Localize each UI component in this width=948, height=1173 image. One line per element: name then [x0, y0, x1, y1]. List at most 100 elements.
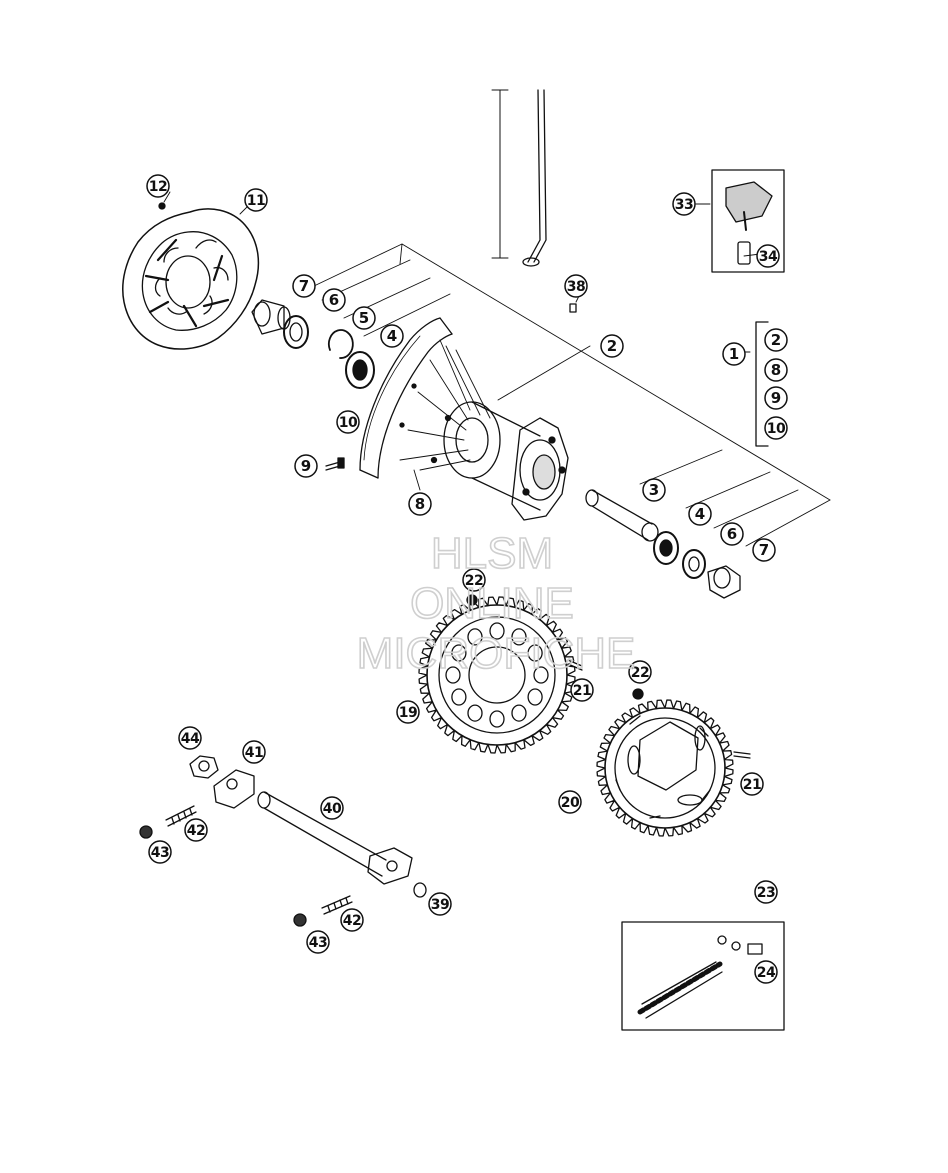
callout-label: 4	[695, 505, 705, 523]
callout-label: 6	[329, 291, 339, 309]
callout-12: 12	[146, 174, 170, 198]
callout-circle	[336, 410, 360, 434]
callout-circle	[764, 328, 788, 352]
callout-circle	[462, 568, 486, 592]
sprocket-hole	[527, 644, 543, 662]
callout-24: 24	[754, 960, 778, 984]
callout-label: 40	[323, 801, 342, 817]
callout-21: 21	[570, 678, 594, 702]
callout-5: 5	[352, 306, 376, 330]
adjuster-screw-upper	[165, 805, 197, 827]
sprocket-teeth	[418, 596, 576, 754]
right-spacer	[707, 565, 741, 599]
sprocket-hole	[511, 628, 527, 646]
callout-label: 10	[339, 415, 358, 431]
valve-box	[711, 169, 785, 273]
callout-39: 39	[428, 892, 452, 916]
callout-label: 11	[247, 193, 265, 209]
sprocket-hole	[451, 644, 467, 662]
sprocket-hole	[489, 710, 505, 728]
rim	[359, 317, 453, 479]
callout-2: 2	[600, 334, 624, 358]
callout-1: 1	[722, 342, 746, 366]
watermark-line-1: HLSM	[431, 529, 553, 578]
sprocket-bolt-21a	[567, 659, 583, 671]
callout-label: 22	[465, 573, 483, 589]
callout-circle	[148, 840, 172, 864]
brake-disc	[122, 208, 260, 350]
sprocket-hole	[467, 704, 483, 722]
callout-33: 33	[672, 192, 696, 216]
callout-circle	[570, 678, 594, 702]
callout-label: 10	[767, 421, 786, 437]
sprocket-hole	[489, 622, 505, 640]
sprocket-hole	[451, 688, 467, 706]
callout-circle	[242, 740, 266, 764]
sprocket-hole	[511, 704, 527, 722]
callout-circle	[754, 880, 778, 904]
sprocket-nut-22b	[632, 688, 644, 700]
callout-circle	[628, 660, 652, 684]
callout-42: 42	[340, 908, 364, 932]
callout-circle	[340, 908, 364, 932]
sprocket-hole	[445, 666, 461, 684]
callout-circle	[764, 358, 788, 382]
callout-4: 4	[380, 324, 404, 348]
callout-circle	[244, 188, 268, 212]
callout-label: 21	[573, 683, 591, 699]
callout-label: 2	[771, 331, 781, 349]
callout-10: 10	[336, 410, 360, 434]
callout-label: 9	[771, 389, 781, 407]
callout-circle	[722, 342, 746, 366]
callout-label: 22	[631, 665, 649, 681]
callout-circle	[184, 818, 208, 842]
callout-circle	[740, 772, 764, 796]
spoke-nipple	[569, 303, 577, 313]
callout-38: 38	[564, 274, 588, 298]
callout-circle	[322, 288, 346, 312]
callout-circle	[320, 796, 344, 820]
callout-label: 24	[757, 965, 776, 981]
callout-7: 7	[752, 538, 776, 562]
axle	[257, 791, 413, 885]
callout-7: 7	[292, 274, 316, 298]
callout-3: 3	[642, 478, 666, 502]
callout-circle	[720, 522, 744, 546]
callout-label: 8	[771, 361, 781, 379]
callout-6: 6	[720, 522, 744, 546]
right-seal	[682, 549, 706, 579]
callout-label: 6	[727, 525, 737, 543]
callout-circle	[352, 306, 376, 330]
callout-circle	[672, 192, 696, 216]
group-bracket	[755, 321, 769, 447]
callout-8: 8	[764, 358, 788, 382]
callout-9: 9	[294, 454, 318, 478]
sprocket-20	[596, 699, 734, 837]
callout-circle	[600, 334, 624, 358]
callout-2: 2	[764, 328, 788, 352]
callout-circle	[754, 960, 778, 984]
callout-label: 2	[607, 337, 617, 355]
callout-label: 43	[309, 935, 327, 951]
callout-label: 8	[415, 495, 425, 513]
callout-6: 6	[322, 288, 346, 312]
sprocket-hole	[527, 688, 543, 706]
callout-20: 20	[558, 790, 582, 814]
callout-19: 19	[396, 700, 420, 724]
callout-circle	[146, 174, 170, 198]
watermark-line-2: ONLINE	[410, 579, 574, 628]
callout-label: 5	[359, 309, 369, 327]
callout-label: 12	[149, 179, 167, 195]
axle-sleeve	[413, 882, 427, 898]
callout-22: 22	[628, 660, 652, 684]
callout-21: 21	[740, 772, 764, 796]
sprocket-nut-22a	[466, 594, 478, 606]
watermark-line-3: MICROFICHE	[357, 629, 636, 678]
callout-label: 21	[743, 777, 761, 793]
callout-label: 38	[567, 279, 585, 295]
callout-label: 39	[431, 897, 449, 913]
callout-circle	[756, 244, 780, 268]
callout-8: 8	[408, 492, 432, 516]
callout-circle	[764, 416, 788, 440]
